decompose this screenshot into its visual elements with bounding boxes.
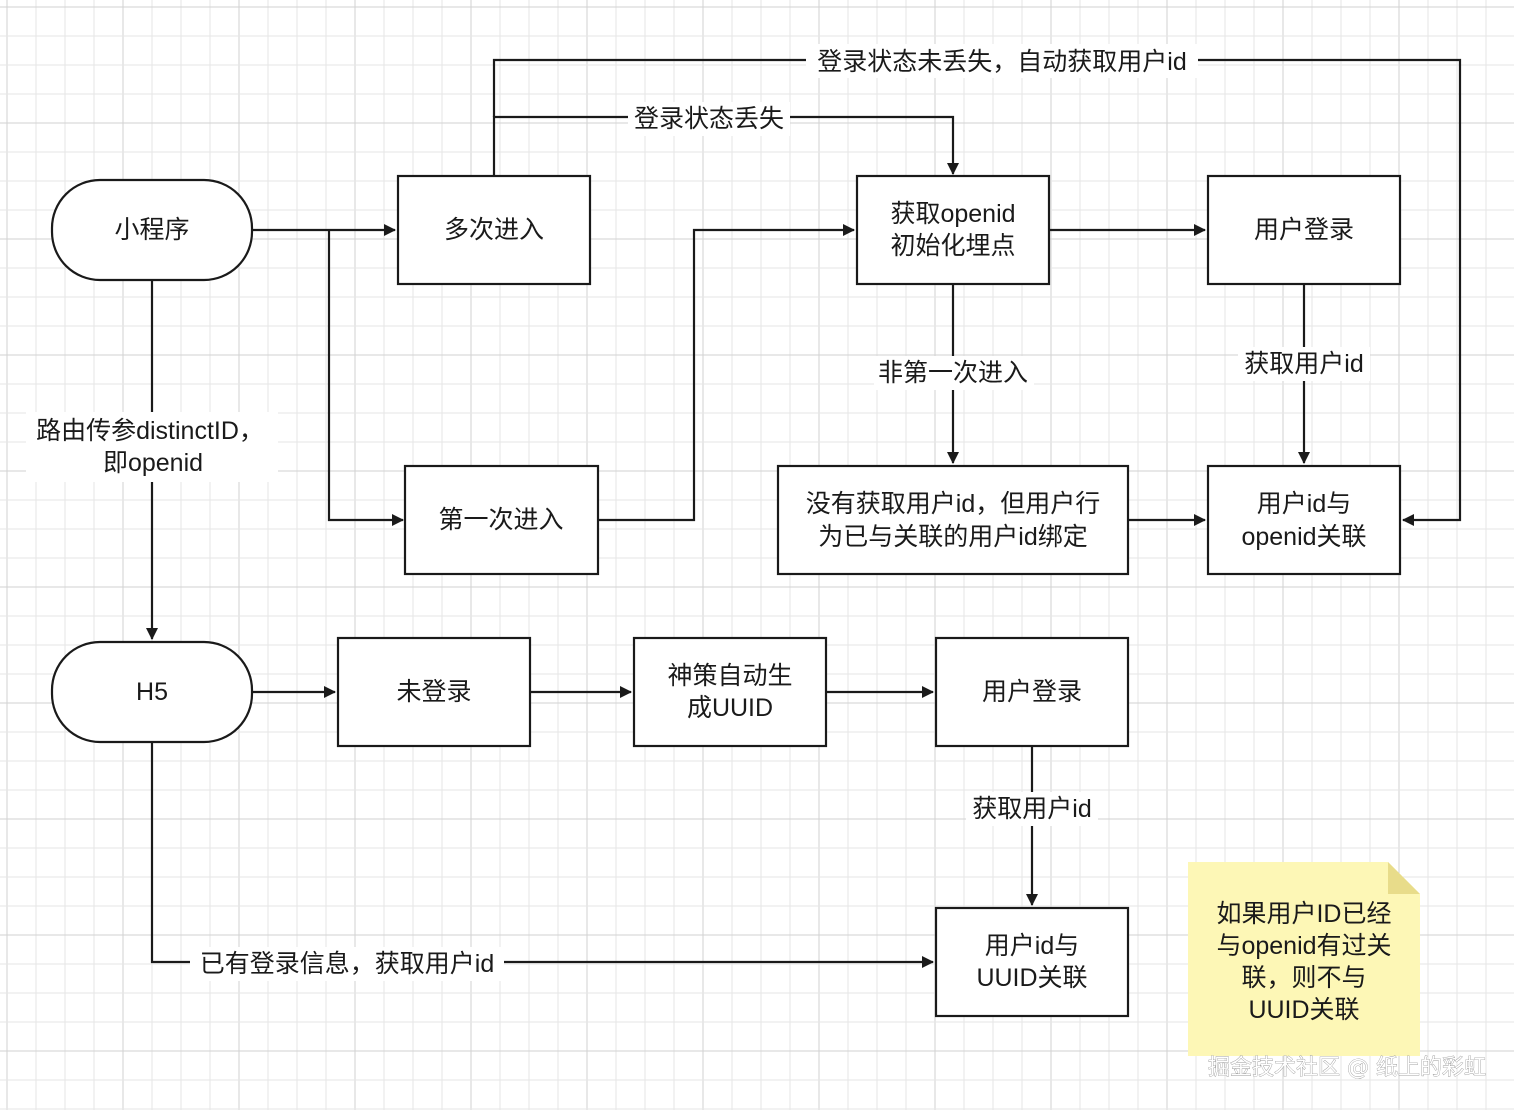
note-line-1: 如果用户ID已经: [1216, 900, 1391, 928]
watermark: 掘金技术社区 @ 纸上的彩虹: [1208, 1056, 1486, 1081]
node-assoc-openid: 用户id与 openid关联: [1206, 464, 1402, 576]
node-get-openid-line2: 初始化埋点: [890, 232, 1015, 260]
node-first-entry: 第一次进入: [403, 464, 600, 576]
node-assoc-openid-line1: 用户id与: [1257, 490, 1351, 518]
node-assoc-uuid: 用户id与 UUID关联: [934, 906, 1130, 1018]
node-first-entry-label: 第一次进入: [438, 506, 563, 534]
label-login-not-lost: 登录状态未丢失，自动获取用户id: [817, 48, 1186, 76]
node-get-openid-line1: 获取openid: [890, 200, 1015, 228]
node-generate-uuid-line2: 成UUID: [687, 694, 773, 722]
sticky-note: 如果用户ID已经 与openid有过关 联，则不与 UUID关联: [1188, 862, 1420, 1056]
label-route-param-line1: 路由传参distinctID，: [36, 417, 264, 445]
node-bound-user: 没有获取用户id，但用户行 为已与关联的用户id绑定: [776, 464, 1130, 576]
node-h5-label: H5: [136, 678, 168, 706]
edge-labels: 登录状态未丢失，自动获取用户id 登录状态丢失 路由传参distinctID， …: [26, 44, 1370, 981]
node-bound-user-line2: 为已与关联的用户id绑定: [818, 523, 1087, 551]
node-mini-program-label: 小程序: [114, 216, 189, 244]
note-line-2: 与openid有过关: [1216, 932, 1391, 960]
sticky-note-body: [1188, 862, 1420, 1056]
node-multi-entry: 多次进入: [396, 174, 592, 286]
edge-first-entry-to-get-openid: [598, 224, 855, 522]
label-get-user-id-bottom: 获取用户id: [972, 795, 1091, 823]
note-line-4: UUID关联: [1248, 996, 1359, 1024]
node-not-logged-in-label: 未登录: [396, 678, 471, 706]
node-generate-uuid-line1: 神策自动生: [667, 662, 792, 690]
label-route-param-line2: 即openid: [103, 449, 203, 477]
nodes: 小程序 多次进入 第一次进入 获取openid 初始化埋点 用户登录 没有获取用…: [50, 174, 1402, 1018]
node-bound-user-line1: 没有获取用户id，但用户行: [806, 490, 1100, 518]
edge-not-lost-to-assoc-openid: [492, 58, 1462, 526]
label-login-lost: 登录状态丢失: [634, 105, 784, 133]
node-generate-uuid: 神策自动生 成UUID: [632, 636, 828, 748]
node-user-login-top: 用户登录: [1206, 174, 1402, 286]
note-line-3: 联，则不与: [1241, 964, 1366, 992]
node-user-login-bottom: 用户登录: [934, 636, 1130, 748]
edge-mini-to-first-entry: [327, 230, 404, 526]
node-mini-program: 小程序: [50, 178, 254, 282]
node-multi-entry-label: 多次进入: [444, 216, 544, 244]
label-not-first-entry: 非第一次进入: [878, 359, 1028, 387]
node-assoc-uuid-line2: UUID关联: [976, 964, 1087, 992]
node-h5: H5: [50, 640, 254, 744]
label-has-login-info: 已有登录信息，获取用户id: [200, 950, 494, 978]
node-user-login-bottom-label: 用户登录: [982, 678, 1082, 706]
label-get-user-id-top: 获取用户id: [1244, 350, 1363, 378]
node-get-openid: 获取openid 初始化埋点: [855, 174, 1051, 286]
node-not-logged-in: 未登录: [336, 636, 532, 748]
node-user-login-top-label: 用户登录: [1254, 216, 1354, 244]
node-assoc-uuid-line1: 用户id与: [985, 932, 1079, 960]
sticky-note-fold: [1388, 862, 1420, 894]
edge-h5-to-assoc-uuid: [150, 742, 934, 968]
node-assoc-openid-line2: openid关联: [1241, 523, 1366, 551]
